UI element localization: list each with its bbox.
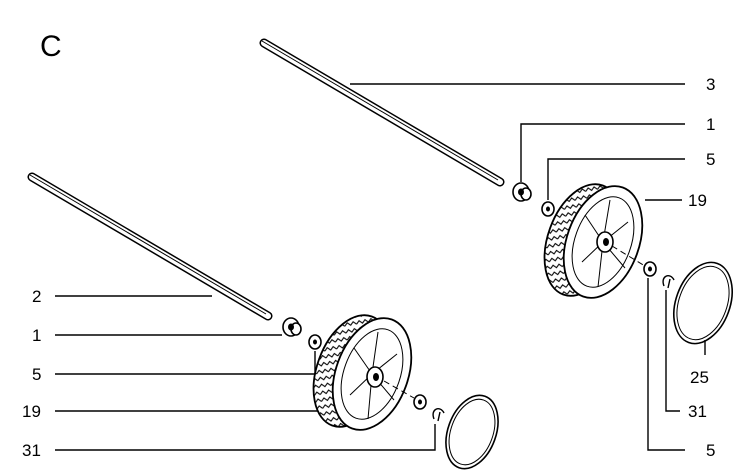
callout-lower-bushing: 1: [32, 326, 41, 345]
callout-upper-clip: 31: [688, 402, 707, 421]
callout-upper-washer-inner: 5: [706, 150, 715, 169]
upper-bushing: [512, 182, 532, 202]
callout-lower-axle: 2: [32, 287, 41, 306]
upper-axle: [259, 38, 505, 187]
lower-bushing: [282, 317, 302, 337]
upper-washer-inner: [541, 201, 555, 217]
upper-washer-outer: [643, 261, 657, 277]
lower-wheel: [312, 314, 413, 431]
callout-upper-washer-outer: 5: [706, 441, 715, 460]
callout-upper-wheel: 19: [688, 191, 707, 210]
lower-leaders: [55, 295, 436, 451]
callout-upper-bushing: 1: [706, 115, 715, 134]
upper-leaders: [350, 83, 706, 451]
callout-upper-axle: 3: [706, 75, 715, 94]
callout-lower-washer-inner: 5: [32, 365, 41, 384]
callout-upper-cap: 25: [690, 368, 709, 387]
callout-lower-wheel: 19: [22, 402, 41, 421]
callout-lower-clip: 31: [22, 441, 41, 460]
lower-cap: [445, 394, 499, 470]
section-letter: C: [40, 30, 62, 63]
upper-cap: [673, 261, 733, 345]
lower-clip: [432, 408, 445, 422]
lower-washer-outer: [413, 394, 427, 410]
upper-clip: [662, 275, 675, 289]
lower-axle: [27, 172, 273, 321]
upper-wheel: [543, 183, 644, 299]
lower-washer-inner: [308, 334, 322, 350]
